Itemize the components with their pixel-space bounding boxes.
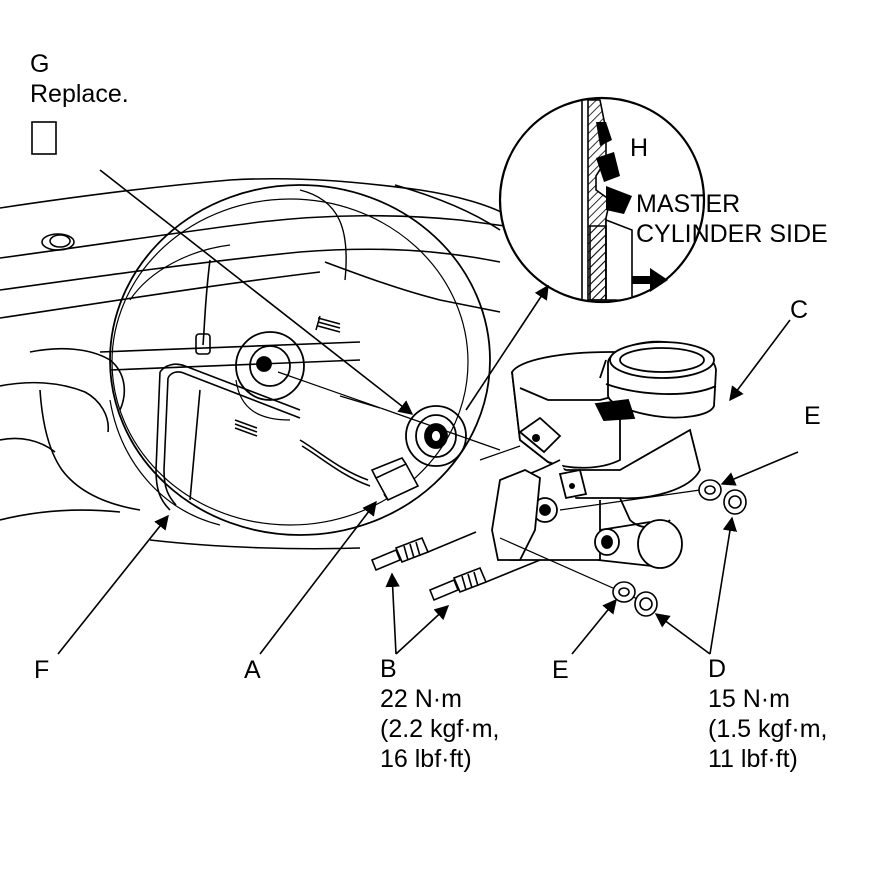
callout-c: C bbox=[790, 296, 809, 324]
callout-g-note: Replace. bbox=[30, 80, 129, 108]
flare-nuts bbox=[370, 531, 541, 602]
detail-label-line1: MASTER bbox=[636, 190, 741, 218]
callout-g: G bbox=[30, 50, 50, 78]
fluid-level-connector bbox=[299, 439, 420, 502]
center-lines bbox=[277, 371, 701, 601]
callout-b: B bbox=[380, 655, 397, 683]
callout-e-right: E bbox=[804, 402, 821, 430]
callout-e-bottom: E bbox=[552, 656, 569, 684]
torque-b-lbfft: 16 lbf·ft) bbox=[380, 745, 472, 773]
callout-b-block: B 22 N·m (2.2 kgf·m, 16 lbf·ft) bbox=[380, 654, 499, 774]
callout-d: D bbox=[708, 655, 727, 683]
booster-studs bbox=[234, 315, 341, 437]
brake-booster bbox=[109, 184, 491, 536]
brake-lines bbox=[155, 259, 301, 511]
replace-symbol-box bbox=[31, 121, 57, 155]
callout-f: F bbox=[34, 656, 50, 684]
torque-d-lbfft: 11 lbf·ft) bbox=[708, 745, 798, 773]
callout-d-block: D 15 N·m (1.5 kgf·m, 11 lbf·ft) bbox=[708, 654, 827, 774]
torque-b-nm: 22 N·m bbox=[380, 685, 462, 713]
callout-h: H bbox=[630, 134, 649, 162]
nuts-washers bbox=[612, 479, 747, 617]
torque-d-nm: 15 N·m bbox=[708, 685, 790, 713]
booster-seal bbox=[405, 405, 467, 467]
seal-detail-view bbox=[498, 96, 706, 304]
callout-a: A bbox=[244, 656, 261, 684]
torque-b-kgfm: (2.2 kgf·m, bbox=[380, 715, 500, 743]
body-frame bbox=[0, 177, 506, 550]
detail-label-line2: CYLINDER SIDE bbox=[636, 220, 828, 248]
torque-d-kgfm: (1.5 kgf·m, bbox=[708, 715, 828, 743]
master-cylinder bbox=[491, 340, 717, 569]
